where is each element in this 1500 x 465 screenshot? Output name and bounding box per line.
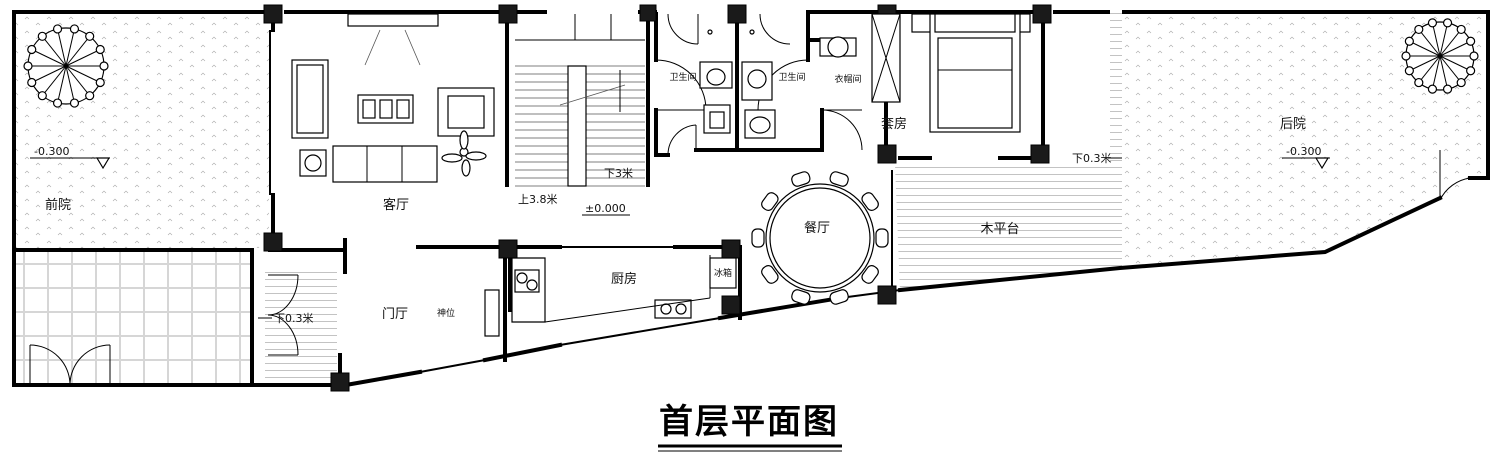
ceiling-fan-icon [441, 130, 487, 177]
entry-step-label: 下0.3米 [274, 312, 314, 325]
kitchen-counters [484, 255, 737, 337]
front-tree-icon [23, 24, 109, 108]
stair-up-label: 上3.8米 [518, 193, 558, 206]
entry-deck [265, 270, 337, 388]
living-room-label: 客厅 [383, 197, 409, 213]
front-yard-label: 前院 [45, 197, 71, 213]
living-room-furniture [291, 13, 495, 183]
level-marker-back: -0.300 [1282, 145, 1330, 170]
back-yard-level: -0.300 [1286, 145, 1321, 158]
dining-chair [861, 265, 879, 284]
entry-hall-label: 门厅 [382, 307, 408, 322]
shrine-label: 神位 [437, 307, 455, 319]
level-marker-floor: ±0.000 [582, 202, 630, 216]
back-yard-door [1439, 150, 1471, 201]
fridge-label: 冰箱 [714, 267, 732, 279]
bathroom-doors [655, 13, 863, 156]
drawing-title: 首层平面图 [658, 402, 842, 452]
hall-double-door [267, 274, 299, 356]
entry-double-door [29, 344, 111, 386]
dining-chair [791, 171, 811, 187]
bathroom-2-label: 卫生间 [778, 71, 805, 83]
kitchen-label: 厨房 [611, 271, 637, 287]
plan-title: 首层平面图 [659, 402, 839, 442]
back-tree-icon [1401, 18, 1479, 94]
bathroom-1-label: 卫生间 [669, 71, 696, 83]
bathroom-fixtures [699, 29, 776, 139]
wood-deck-label: 木平台 [980, 222, 1019, 237]
dining-chair [861, 192, 879, 211]
dining-room-label: 餐厅 [804, 220, 830, 236]
dining-chair [761, 192, 779, 211]
deck-step-note: 下0.3米 [1072, 152, 1122, 165]
dining-chair [829, 289, 849, 305]
suite-furniture [819, 13, 1031, 133]
dining-chair [791, 289, 811, 305]
front-yard-paving [14, 250, 251, 385]
staircase [515, 14, 645, 187]
back-yard-lawn [1124, 14, 1487, 266]
cloakroom-label: 衣帽间 [834, 73, 861, 85]
structural-columns [263, 4, 1052, 392]
level-marker-front: -0.300 [30, 145, 111, 170]
stair-down-label: 下3米 [604, 167, 633, 180]
front-yard-level: -0.300 [34, 145, 69, 158]
dining-table [751, 171, 889, 305]
dining-chair [829, 171, 849, 187]
back-yard-label: 后院 [1280, 117, 1306, 132]
deck-step-label: 下0.3米 [1072, 152, 1112, 165]
dining-chair [751, 228, 765, 248]
dining-chair [875, 228, 889, 248]
exterior-walls [12, 10, 1490, 389]
entry-step-note: 下0.3米 [258, 312, 314, 325]
wood-deck-floor [895, 12, 1122, 292]
dining-chair [761, 265, 779, 284]
suite-label: 套房 [881, 116, 907, 132]
floor-level: ±0.000 [585, 202, 626, 215]
